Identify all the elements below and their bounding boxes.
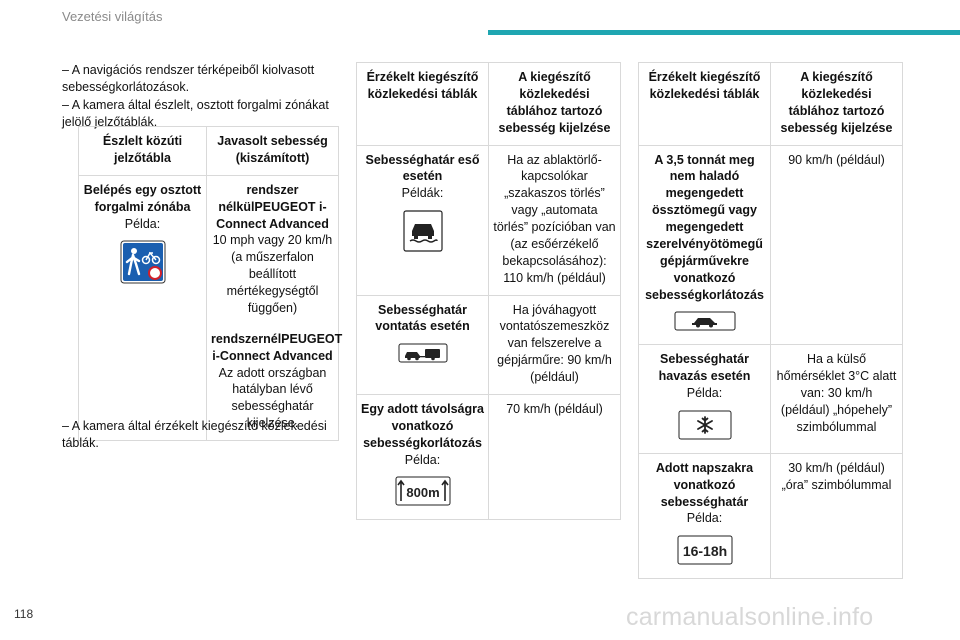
table-additional-signs-1: Érzékelt kiegészítő közlekedési táblák A… <box>356 62 621 521</box>
sign-cell: Sebességhatár havazás esetén Példa: <box>638 344 771 454</box>
intro-text: – A navigációs rendszer térképeiből kiol… <box>62 62 340 132</box>
table-row: Egy adott távolságra vonatkozó sebességk… <box>356 393 621 521</box>
sign-cell: A 3,5 tonnát meg nem haladó megengedett … <box>638 144 771 346</box>
system-with-text: Az adott országban hatályban lévő sebess… <box>218 365 327 431</box>
system-without-text: 10 mph vagy 20 km/h (a műszerfalon beáll… <box>212 233 333 315</box>
page-number: 118 <box>14 607 34 621</box>
speed-cell: Ha jóváhagyott vontatószemeszköz van fel… <box>488 294 621 395</box>
table-header-cell: Észlelt közúti jelzőtábla <box>78 126 207 176</box>
sign-cell: Egy adott távolságra vonatkozó sebességk… <box>356 393 489 521</box>
table-header-row: Érzékelt kiegészítő közlekedési táblák A… <box>356 62 621 146</box>
intro-line-camera: – A kamera által észlelt, osztott forgal… <box>62 97 329 129</box>
header-accent-bar <box>488 30 960 35</box>
time-period-sign-icon: 16-18h <box>677 535 732 565</box>
table-row: Adott napszakra vonatkozó sebességhatár … <box>638 452 903 580</box>
table-additional-signs-2: Érzékelt kiegészítő közlekedési táblák A… <box>638 62 903 580</box>
table-header-cell: Érzékelt kiegészítő közlekedési táblák <box>638 62 771 146</box>
sign-cell: Sebességhatár vontatás esetén <box>356 294 489 395</box>
system-with-label: rendszernélPEUGEOT i-Connect Advanced <box>211 331 343 363</box>
page-header-title: Vezetési világítás <box>62 9 163 24</box>
speed-cell: Ha az ablaktörlő-kapcsolókar „szakaszos … <box>488 144 621 296</box>
table-row: Belépés egy osztott forgalmi zónába Péld… <box>78 174 343 442</box>
table-header-cell: A kiegészítő közlekedési táblához tartoz… <box>488 62 621 146</box>
table-header-row: Észlelt közúti jelzőtábla Javasolt sebes… <box>78 126 339 176</box>
speed-cell: 90 km/h (például) <box>770 144 903 346</box>
table-row: Sebességhatár eső esetén Példák: Ha az a… <box>356 144 621 296</box>
snowflake-sign-icon <box>678 410 731 440</box>
outro-line: – A kamera által érzékelt kiegészítő köz… <box>62 419 327 450</box>
speed-cell: Ha a külső hőmérséklet 3°C alatt van: 30… <box>770 344 903 454</box>
time-period-sign-label: 16-18h <box>682 543 726 559</box>
speed-cell: 70 km/h (például) <box>488 393 621 521</box>
speed-cell: 30 km/h (például) „óra” szimbólummal <box>770 452 903 580</box>
table-header-row: Érzékelt kiegészítő közlekedési táblák A… <box>638 62 903 146</box>
car-weight-sign-icon <box>674 311 735 331</box>
intro-line-navigation: – A navigációs rendszer térképeiből kiol… <box>62 63 315 94</box>
example-label: Példa: <box>124 216 161 231</box>
speed-cell: rendszer nélkülPEUGEOT i-Connect Advance… <box>206 174 343 442</box>
table-row: Sebességhatár vontatás esetén Ha jóváhag… <box>356 294 621 395</box>
table-row: Sebességhatár havazás esetén Példa: Ha a… <box>638 344 903 454</box>
table-header-cell: A kiegészítő közlekedési táblához tartoz… <box>770 62 903 146</box>
sign-title: Belépés egy osztott forgalmi zónába <box>83 182 202 214</box>
table-header-cell: Érzékelt kiegészítő közlekedési táblák <box>356 62 489 146</box>
table-detected-signs: Észlelt közúti jelzőtábla Javasolt sebes… <box>78 126 343 442</box>
distance-sign-icon: 800m <box>395 476 450 506</box>
shared-zone-sign-icon <box>120 240 165 284</box>
sign-cell: Belépés egy osztott forgalmi zónába Péld… <box>78 174 207 442</box>
watermark: carmanualsonline.info <box>626 603 874 631</box>
distance-sign-label: 800m <box>406 485 439 500</box>
system-without-label: rendszer nélkülPEUGEOT i-Connect Advance… <box>216 182 329 231</box>
towing-sign-icon <box>398 343 447 363</box>
rain-sign-icon <box>402 210 443 252</box>
sign-cell: Adott napszakra vonatkozó sebességhatár … <box>638 452 771 580</box>
table-header-cell: Javasolt sebesség (kiszámított) <box>206 126 339 176</box>
table-row: A 3,5 tonnát meg nem haladó megengedett … <box>638 144 903 346</box>
sign-cell: Sebességhatár eső esetén Példák: <box>356 144 489 296</box>
outro-text: – A kamera által érzékelt kiegészítő köz… <box>62 418 340 452</box>
